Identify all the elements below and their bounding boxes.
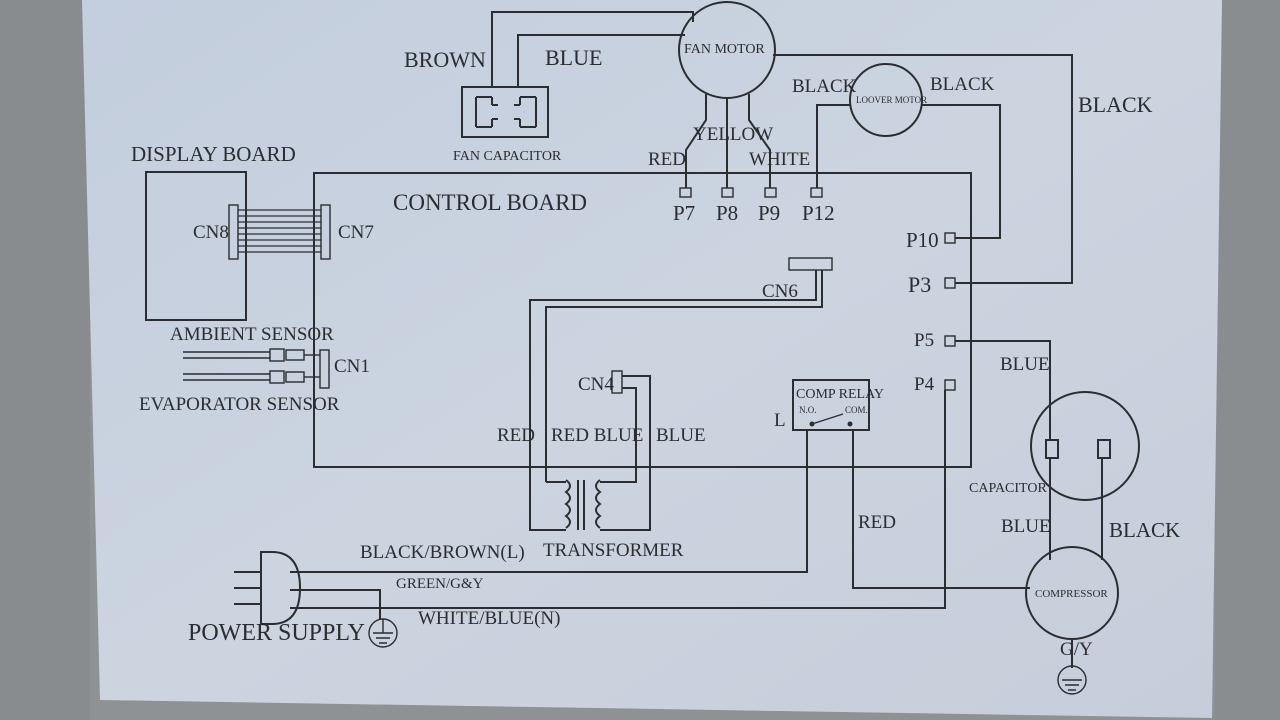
label-p7: P7 [673,201,695,225]
label-blue-top: BLUE [545,45,602,70]
label-p3: P3 [908,272,931,297]
connector-cn4 [611,370,623,394]
wire-blue-top [517,34,685,88]
label-blue-tr: BLUE [656,425,706,446]
label-red-fan: RED [648,149,686,170]
label-cn4: CN4 [578,374,614,395]
ground-icon [368,618,398,648]
label-cn8: CN8 [193,222,229,243]
label-white: WHITE [749,149,810,170]
label-louver-motor: LOOVER MOTOR [856,95,927,105]
label-fan-motor: FAN MOTOR [684,42,765,57]
terminal-p7 [679,187,692,198]
terminal-p9 [764,187,777,198]
wire-louver-p12 [816,104,851,188]
label-black-far-right: BLACK [1078,92,1153,117]
label-red-blue-tr: RED BLUE [551,425,643,446]
connector-cn7 [320,204,331,260]
label-transformer: TRANSFORMER [543,540,684,561]
wire-louver-p10 [921,104,1001,239]
wire-green-gy [290,589,381,620]
louver-motor [849,63,923,137]
terminal-p3 [944,277,956,289]
label-capacitor: CAPACITOR [969,481,1047,496]
wire-cn4-blue-inner [600,387,637,483]
label-comp-relay: COMP RELAY [796,387,884,402]
wire-black-brown-l [290,430,808,573]
wire-red [685,94,707,188]
label-plate [82,0,1222,718]
label-white-blue-n: WHITE/BLUE(N) [418,608,560,629]
control-board [313,172,972,468]
wire-blue-p5 [955,340,1051,440]
label-black-comp: BLACK [1109,518,1180,542]
wall-right [1215,0,1280,720]
ambient-sensor [183,348,320,362]
label-black-lm-left: BLACK [792,76,857,97]
terminal-p4 [944,379,956,391]
label-blue-comp: BLUE [1001,516,1051,537]
label-l: L [774,410,786,431]
label-yellow: YELLOW [693,124,773,145]
terminal-p12 [810,187,823,198]
wire-red-comp [852,430,1030,589]
evaporator-sensor [183,370,320,384]
label-cn1: CN1 [334,356,370,377]
wire-white [748,94,771,188]
label-p10: P10 [906,228,939,252]
label-red-tr: RED [497,425,535,446]
terminal-p10 [944,232,956,244]
label-green-gy: GREEN/G&Y [396,576,484,592]
label-control-board: CONTROL BOARD [393,190,587,215]
label-red-comp: RED [858,512,896,533]
label-p5: P5 [914,330,934,351]
label-p9: P9 [758,201,780,225]
label-relay-com: COM. [845,405,868,415]
transformer [564,479,602,530]
connector-cn1 [319,349,330,389]
label-fan-capacitor: FAN CAPACITOR [453,149,562,164]
label-power-supply: POWER SUPPLY [188,620,365,646]
label-gy: G/Y [1060,639,1093,660]
compressor-capacitor [1030,391,1140,501]
ribbon-cable [238,209,321,253]
label-evaporator-sensor: EVAPORATOR SENSOR [139,394,340,415]
wire-cn4-blue-outer [600,375,651,531]
wire-cn6-red [529,270,817,531]
wire-white-blue-n [290,390,946,609]
fan-capacitor [461,86,549,138]
wall-left [0,0,90,720]
label-cn6: CN6 [762,281,798,302]
label-brown: BROWN [404,47,486,72]
label-display-board: DISPLAY BOARD [131,142,296,166]
label-compressor: COMPRESSOR [1035,588,1108,600]
label-ambient-sensor: AMBIENT SENSOR [170,324,334,345]
power-plug-icon [234,551,302,625]
connector-cn8 [228,204,239,260]
wire-black-p3 [773,54,1073,284]
compressor-ground-icon [1057,639,1087,695]
comp-relay [792,379,870,431]
label-p4: P4 [914,374,935,395]
wire-cn6-red-blue [545,270,823,482]
label-p12: P12 [802,201,835,225]
capacitor-plates [1045,439,1111,459]
label-black-brown-l: BLACK/BROWN(L) [360,542,525,563]
terminal-p8 [721,187,734,198]
relay-contact [809,413,853,427]
label-cn7: CN7 [338,222,374,243]
label-blue-p5: BLUE [1000,354,1050,375]
label-relay-no: N.O. [799,405,817,415]
label-black-lm-right: BLACK [930,74,995,95]
connector-cn6 [788,257,833,271]
label-p8: P8 [716,201,738,225]
